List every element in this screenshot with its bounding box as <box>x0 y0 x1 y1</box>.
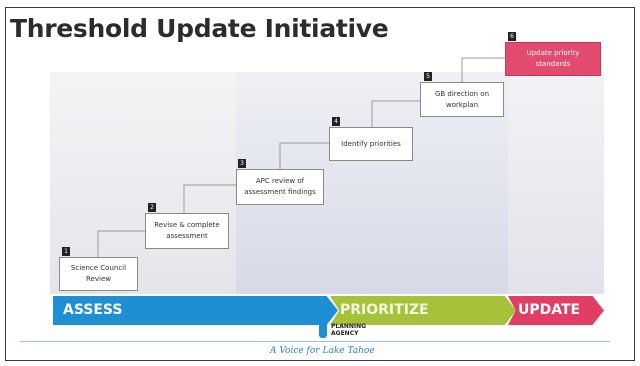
agency-line-1: PLANNING <box>331 323 367 330</box>
connector-1-2 <box>97 230 146 260</box>
footer-tagline: A Voice for Lake Tahoe <box>270 346 375 356</box>
step-6-box: Update priority standards <box>505 42 601 76</box>
step-4-number: 4 <box>332 117 340 126</box>
step-3-number: 3 <box>238 159 246 168</box>
phase-prioritize-band: PRIORITIZE <box>330 296 516 325</box>
footer-rule <box>20 341 610 342</box>
step-2-number: 2 <box>148 203 156 212</box>
update-column-background <box>508 72 604 294</box>
connector-3-4 <box>279 142 330 172</box>
slide-title: Threshold Update Initiative <box>10 14 389 43</box>
connector-2-3 <box>183 184 236 218</box>
step-2-label: Revise & complete assessment <box>154 221 220 240</box>
agency-line-2: AGENCY <box>331 330 359 337</box>
step-4-label: Identify priorities <box>341 139 401 148</box>
step-4-box: Identify priorities <box>329 127 413 161</box>
step-5-box: GB direction on workplan <box>420 82 504 117</box>
step-2-box: Revise & complete assessment <box>145 213 229 249</box>
step-1-label: Science Council Review <box>70 264 127 283</box>
agency-logo-text: PLANNING AGENCY <box>331 323 371 337</box>
step-3-label: APC review of assessment findings <box>244 177 316 196</box>
step-6-label: Update priority standards <box>526 49 580 68</box>
step-1-box: Science Council Review <box>59 257 138 291</box>
step-5-number: 5 <box>424 72 432 81</box>
step-5-label: GB direction on workplan <box>434 89 490 109</box>
connector-4-5 <box>371 100 420 130</box>
agency-logo-mark <box>319 322 327 338</box>
step-3-box: APC review of assessment findings <box>236 169 324 205</box>
connector-5-6 <box>461 57 506 86</box>
phase-update-band: UPDATE <box>508 296 604 325</box>
step-6-number: 6 <box>508 32 516 41</box>
phase-assess-band: ASSESS <box>53 296 338 325</box>
step-1-number: 1 <box>62 247 70 256</box>
